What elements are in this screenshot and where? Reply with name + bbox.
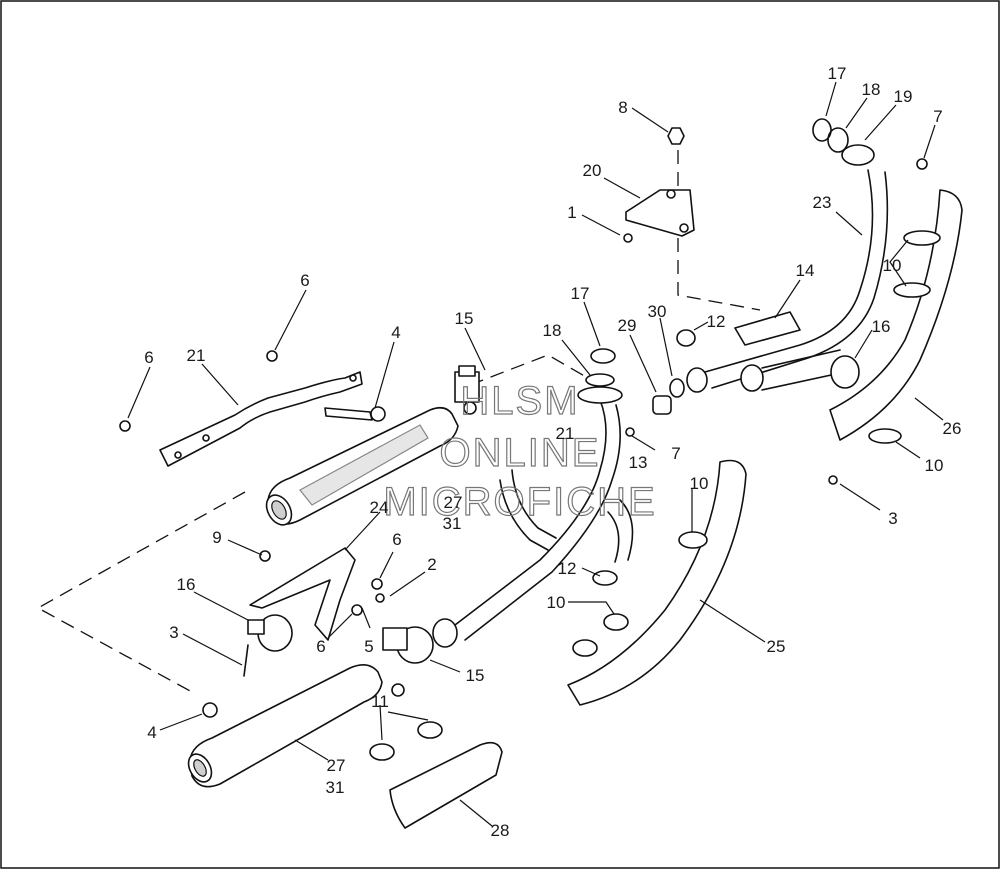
callout-label: 6: [392, 530, 401, 549]
watermark: HLSM ONLINE MICROFICHE: [383, 378, 656, 524]
watermark-line-1: HLSM: [460, 379, 579, 423]
callout-label: 16: [872, 317, 891, 336]
callout-label: 31: [443, 514, 462, 533]
callout-label: 10: [547, 593, 566, 612]
callout-label: 15: [455, 309, 474, 328]
callout-label: 25: [767, 637, 786, 656]
part-25-heat-shield: [567, 459, 747, 706]
part-21-bracket: [119, 350, 386, 467]
watermark-line-3: MICROFICHE: [383, 480, 656, 524]
callout-label: 27: [444, 493, 463, 512]
callout-label: 26: [943, 419, 962, 438]
callout-label: 6: [300, 271, 309, 290]
callout-label: 3: [169, 623, 178, 642]
part-26-heat-shield: [828, 189, 963, 485]
callout-label: 20: [583, 161, 602, 180]
callout-label: 8: [618, 98, 627, 117]
callout-label: 17: [828, 64, 847, 83]
callout-label: 30: [648, 302, 667, 321]
part-14-header-pipe: [652, 311, 846, 415]
callout-label: 21: [556, 424, 575, 443]
callout-label: 7: [933, 107, 942, 126]
part-15-clamp-lower: [382, 626, 434, 697]
part-16-clamp-lower: [202, 614, 293, 718]
callout-label: 9: [212, 528, 221, 547]
callout-label: 3: [888, 509, 897, 528]
callout-label: 4: [391, 323, 400, 342]
callout-label: 7: [671, 444, 680, 463]
part-13-header-pipe: [432, 348, 635, 648]
callout-label: 23: [813, 193, 832, 212]
part-24-bracket: [249, 547, 385, 641]
callout-label: 10: [883, 256, 902, 275]
watermark-line-2: ONLINE: [440, 431, 601, 475]
callout-label: 12: [558, 559, 577, 578]
callout-label: 4: [147, 723, 156, 742]
callout-label: 18: [862, 80, 881, 99]
callout-label: 24: [370, 498, 389, 517]
callout-label: 19: [894, 87, 913, 106]
part-27-lower-muffler: [187, 664, 383, 788]
part-27-upper-muffler: [265, 406, 459, 526]
part-28-shield: [389, 741, 503, 829]
callout-label: 12: [707, 312, 726, 331]
callout-label: 29: [618, 316, 637, 335]
callout-label: 14: [796, 261, 815, 280]
callout-label: 28: [491, 821, 510, 840]
part-23-front-header: [704, 118, 928, 389]
callout-label: 6: [144, 348, 153, 367]
callout-label: 1: [567, 203, 576, 222]
callout-label: 10: [925, 456, 944, 475]
assembly-dashed-lines: [36, 150, 761, 693]
callout-label: 21: [187, 346, 206, 365]
part-20-bracket: [623, 127, 695, 243]
callout-label: 10: [690, 474, 709, 493]
callout-label: 6: [316, 637, 325, 656]
part-11-clamps: [369, 721, 443, 761]
callout-label: 13: [629, 453, 648, 472]
callout-label: 16: [177, 575, 196, 594]
callout-label: 27: [327, 756, 346, 775]
callout-label: 11: [371, 692, 389, 711]
callout-label: 2: [427, 555, 436, 574]
part-15-clamp-upper: [454, 365, 480, 415]
callout-label: 18: [543, 321, 562, 340]
callout-label: 17: [571, 284, 590, 303]
callout-label: 5: [364, 637, 373, 656]
callout-label: 31: [326, 778, 345, 797]
callout-label: 15: [466, 666, 485, 685]
leader-lines: [127, 81, 944, 827]
callout-labels: 17 18 19 7 8 20 1 23 14 10 12 30 29 17 1…: [144, 64, 961, 840]
